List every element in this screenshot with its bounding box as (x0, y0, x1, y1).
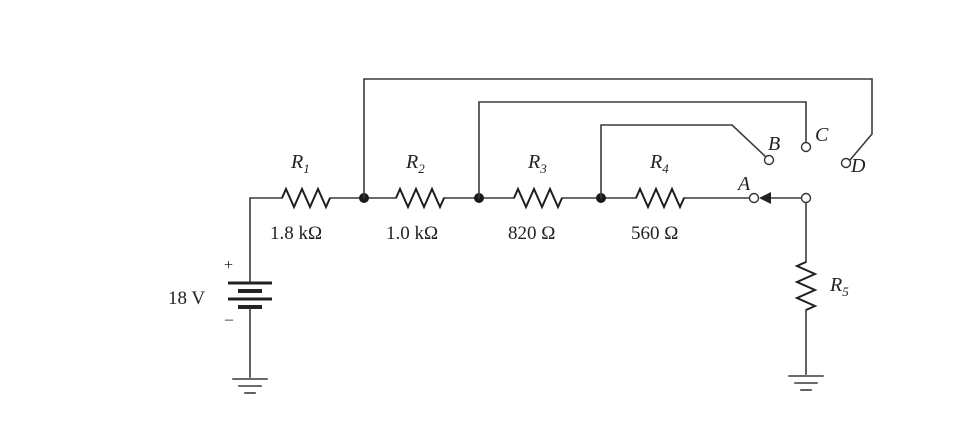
label-r1: R1 (290, 151, 310, 176)
switch-label-c: C (815, 124, 829, 146)
resistor-r3 (513, 186, 563, 210)
switch-arrow-icon (759, 192, 771, 204)
label-r5: R5 (829, 274, 849, 299)
resistor-r1 (281, 186, 331, 210)
contact-c (800, 141, 812, 153)
contact-a (748, 192, 760, 204)
switch-label-d: D (850, 155, 866, 177)
contact-d (840, 157, 852, 169)
switch-pivot (800, 192, 812, 204)
resistor-r4 (635, 186, 685, 210)
ground-icon-left (232, 378, 268, 394)
source-voltage: 18 V (168, 288, 205, 309)
switch-label-b: B (768, 133, 780, 155)
switch-label-a: A (736, 173, 751, 195)
wire-to-d (363, 78, 873, 199)
ground-icon-right (788, 375, 824, 391)
contact-b (763, 154, 775, 166)
source-minus: – (224, 311, 234, 328)
value-r4: 560 Ω (631, 223, 678, 244)
wire-battery-top (249, 197, 283, 283)
label-r4: R4 (649, 151, 669, 176)
source-plus: + (224, 257, 233, 274)
value-r3: 820 Ω (508, 223, 555, 244)
resistor-r2 (395, 186, 445, 210)
battery-icon (228, 281, 272, 309)
wire-to-b (600, 124, 768, 199)
label-r3: R3 (527, 151, 547, 176)
resistor-r5 (794, 261, 818, 311)
value-r1: 1.8 kΩ (270, 223, 322, 244)
wire-to-c (478, 101, 807, 199)
label-r2: R2 (405, 151, 425, 176)
value-r2: 1.0 kΩ (386, 223, 438, 244)
